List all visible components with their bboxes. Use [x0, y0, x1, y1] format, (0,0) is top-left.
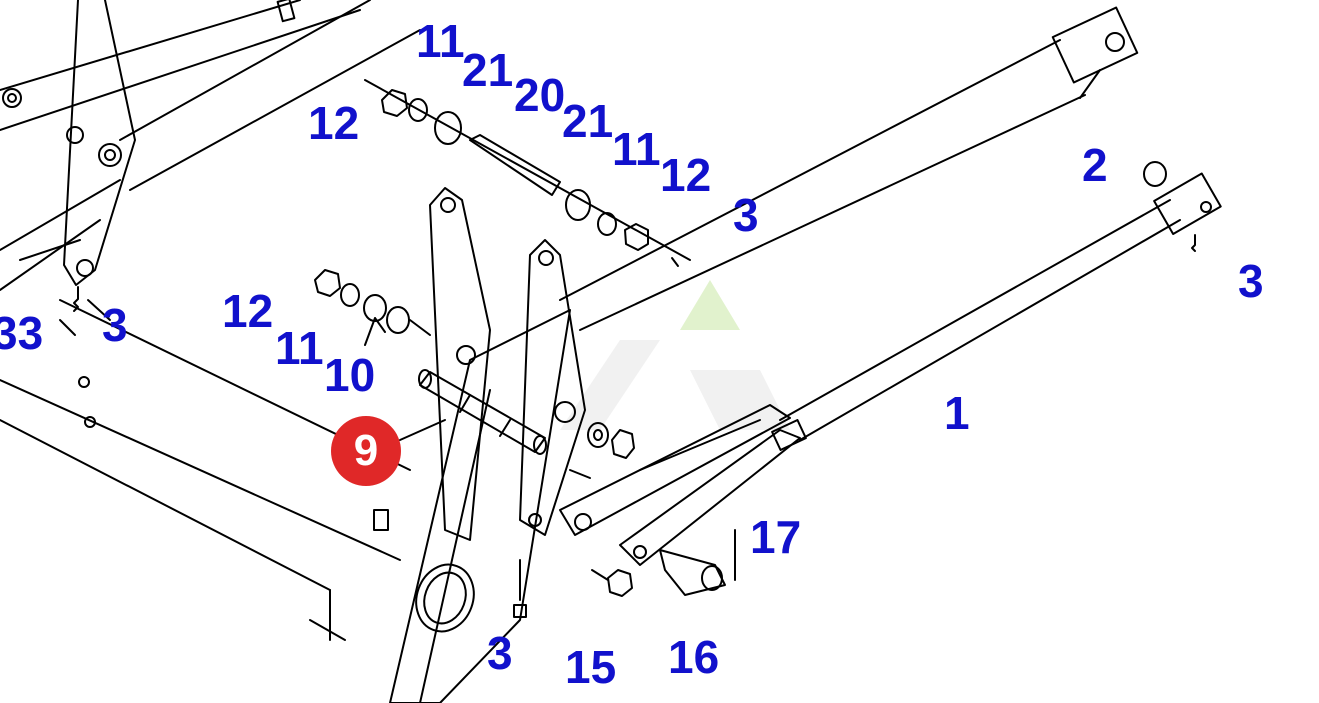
label-3-right: 3	[1238, 255, 1264, 307]
grease-fitting-upper	[59, 299, 111, 336]
pin-16	[659, 529, 736, 596]
label-2: 2	[1082, 139, 1108, 191]
label-11-mid: 11	[612, 123, 661, 175]
label-17: 17	[750, 511, 802, 563]
label-3-upper-left: 3	[102, 299, 128, 351]
link-arm-left	[63, 0, 136, 312]
nut-washer-set-lower	[569, 422, 635, 479]
label-11-left: 11	[275, 322, 324, 374]
cross-tube-upper	[559, 6, 1139, 331]
lower-arm	[389, 309, 571, 703]
bracket-plate-right	[519, 239, 586, 536]
nut-15	[591, 569, 633, 597]
label-12-left: 12	[222, 285, 274, 337]
label-11-top: 11	[416, 15, 465, 67]
linkage-arm	[559, 404, 807, 566]
highlighted-part-9-badge[interactable]: 9	[331, 416, 401, 486]
label-12-right: 12	[660, 149, 712, 201]
watermark-logo	[560, 280, 790, 430]
label-3-bottom: 3	[487, 627, 513, 679]
label-1: 1	[944, 387, 970, 439]
bracket-plate-left	[429, 187, 491, 541]
lower-pin-hardware	[314, 269, 431, 346]
loader-frame-upper	[0, 0, 421, 291]
label-15: 15	[565, 641, 617, 693]
label-10: 10	[324, 349, 376, 401]
label-12-top-left: 12	[308, 97, 360, 149]
label-21-right: 21	[562, 95, 614, 147]
label-20: 20	[514, 69, 566, 121]
upper-pin-assembly	[364, 79, 691, 267]
pivot-pin	[418, 369, 547, 455]
highlight-leader	[399, 419, 446, 441]
hydraulic-cylinder	[779, 161, 1222, 441]
label-21-left: 21	[462, 44, 514, 96]
grease-fitting-lower	[513, 559, 527, 618]
label-3-upper-mid: 3	[733, 189, 759, 241]
label-16: 16	[668, 631, 720, 683]
label-33: 33	[0, 307, 44, 359]
